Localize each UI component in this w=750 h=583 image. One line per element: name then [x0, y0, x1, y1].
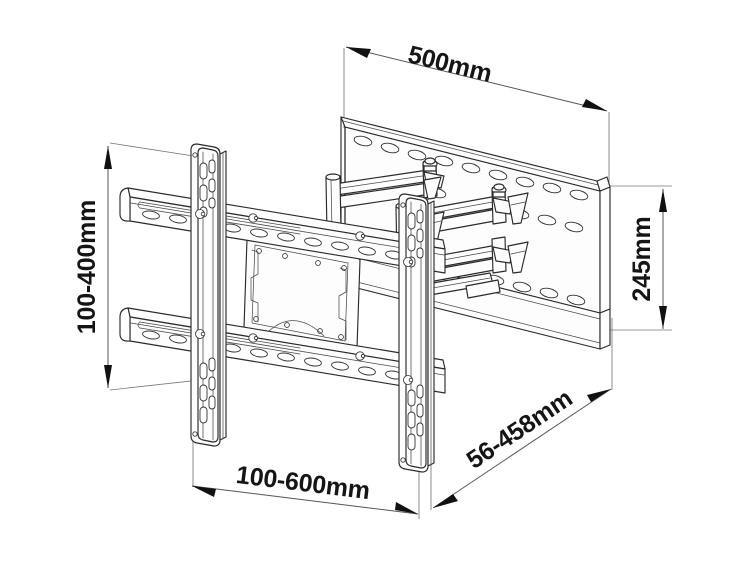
post-left-slots-top	[199, 159, 216, 218]
articulating-arm-assembly	[325, 157, 529, 300]
vertical-post-right	[398, 193, 435, 473]
vertical-post-left	[190, 143, 227, 447]
wall-plate-slot-row-top	[353, 135, 589, 201]
dimension-label-245mm: 245mm	[628, 216, 656, 301]
dimension-wall-plate-height: 245mm	[600, 185, 672, 331]
post-left-slots-bottom	[199, 357, 216, 424]
dimension-label-100-400mm: 100-400mm	[73, 200, 101, 334]
wall-plate-slot-row-bottom	[485, 274, 586, 306]
dimension-vesa-height: 100-400mm	[73, 142, 201, 391]
post-right-slots-bottom	[407, 384, 424, 451]
